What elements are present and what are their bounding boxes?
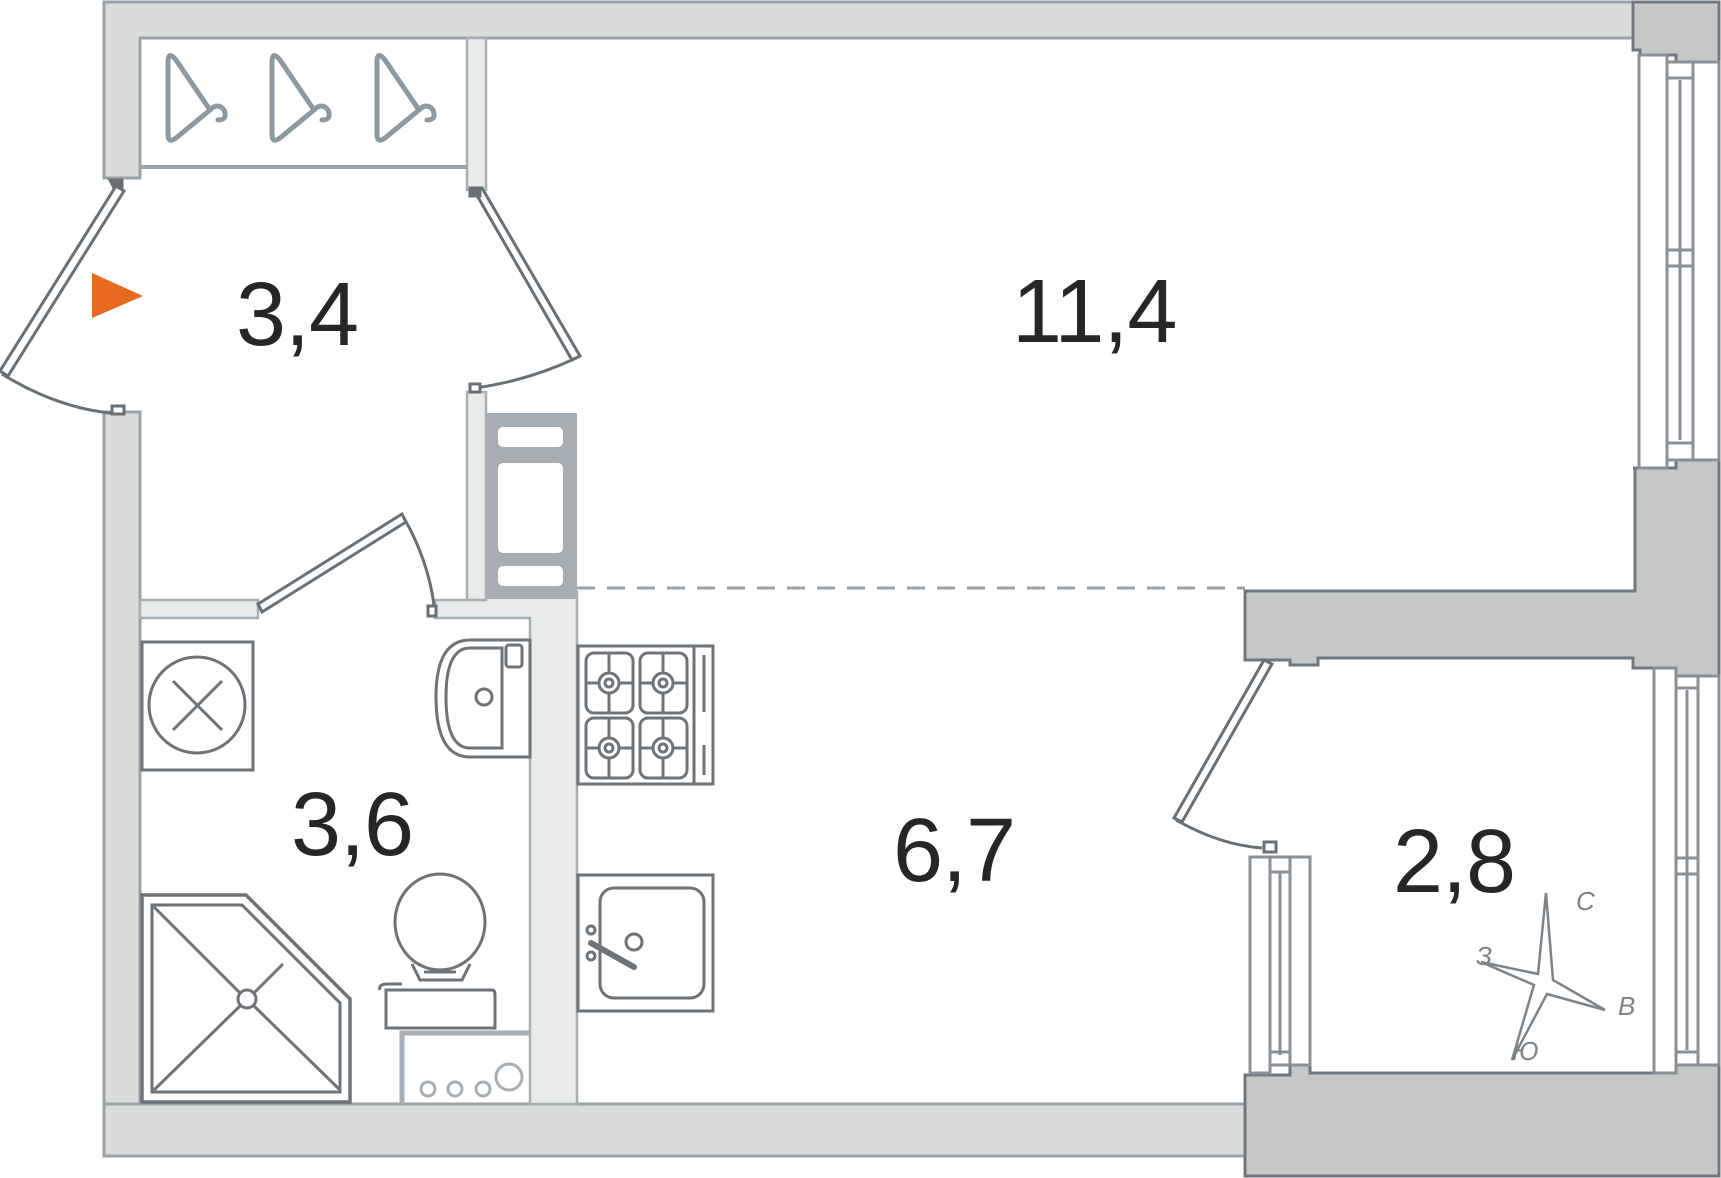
hanger-icon [269,53,332,143]
room-area-hallway: 3,4 [236,265,359,365]
washing-machine-icon [140,640,255,772]
kitchen-fixtures [576,644,715,1013]
windows [1248,53,1721,1075]
bearing-walls [1243,0,1721,1178]
wardrobe-hangers [165,53,437,143]
balcony-right-window [1652,666,1721,1075]
toilet-icon [378,872,497,1030]
compass-west-label: З [1476,941,1492,971]
room-area-balcony: 2,8 [1393,812,1516,912]
room-area-living-room: 11,4 [1012,262,1177,362]
refrigerator [486,413,577,599]
outer-walls [102,0,1635,1158]
compass-south-label: Ю [1512,1036,1539,1066]
kitchen-sink-icon [576,873,715,1013]
room-area-bathroom: 3,6 [291,775,414,875]
compass-north-label: С [1576,886,1595,916]
doors [0,178,1278,854]
stove-icon [576,644,715,786]
compass-rose-icon [1480,892,1606,1061]
bathroom-fixtures [140,638,532,1104]
balcony-door [1171,658,1278,854]
bathroom-door [256,511,438,618]
washbasin-icon [434,638,532,759]
entrance-arrow-icon [92,273,143,318]
hanger-icon [165,53,228,143]
balcony-left-window [1248,855,1312,1075]
living-room-window [1637,53,1721,470]
burner-icon [586,653,687,778]
shower-tray-icon [140,893,352,1104]
compass-east-label: В [1618,991,1636,1021]
living-room-door [468,185,583,394]
utility-cabinet [399,1030,530,1104]
hanger-icon [374,53,437,143]
room-area-kitchen: 6,7 [893,801,1016,901]
entrance-door [0,178,127,416]
